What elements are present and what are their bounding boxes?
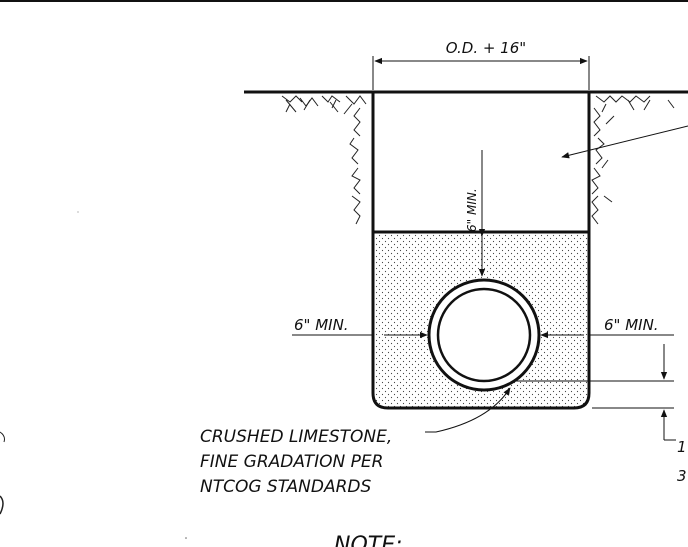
- edge-fragment-b: 3: [677, 467, 687, 485]
- soil-hatch-right: [591, 95, 675, 225]
- edge-fragment-left-paren: [0, 495, 4, 515]
- callout-line-1: CRUSHED LIMESTONE,: [200, 427, 392, 447]
- soil-hatch-left: [281, 95, 367, 225]
- callout-line-3: NTCOG STANDARDS: [200, 477, 372, 497]
- speck: [185, 537, 187, 539]
- edge-fragment-a: 1: [677, 438, 687, 456]
- dim-right-label: 6" MIN.: [604, 316, 659, 334]
- note-heading: NOTE:: [334, 533, 403, 547]
- dim-vertical-label: 6" MIN.: [465, 188, 479, 232]
- backfill-leader: [561, 125, 688, 159]
- dim-top-label: O.D. + 16": [446, 39, 526, 57]
- limestone-leader: [425, 387, 511, 433]
- speck-2: [77, 211, 79, 213]
- pipe-inner: [436, 287, 532, 383]
- dim-left-label: 6" MIN.: [294, 316, 349, 334]
- callout-line-2: FINE GRADATION PER: [200, 452, 383, 472]
- edge-fragment-left-top: [0, 431, 5, 443]
